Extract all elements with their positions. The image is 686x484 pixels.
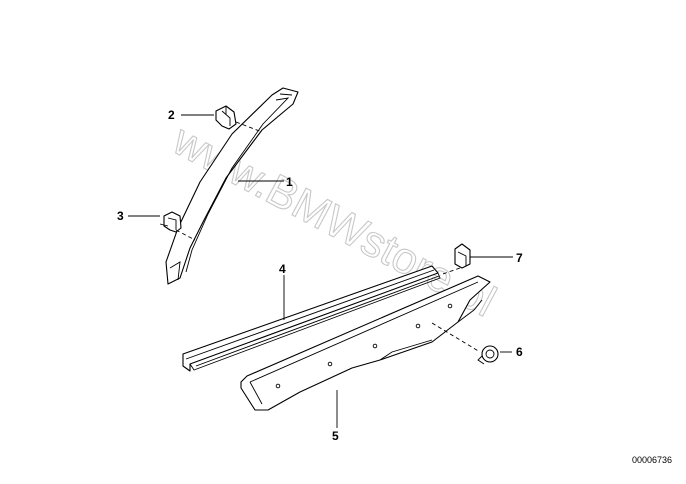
label-part-3: 3: [117, 209, 124, 223]
label-part-2: 2: [168, 108, 175, 122]
part-3-clip: [159, 211, 182, 233]
label-part-7: 7: [516, 251, 523, 265]
diagram-reference-number: 00006736: [632, 455, 672, 465]
part-2-clip: [215, 105, 237, 130]
leader-lines: [128, 114, 513, 428]
part-6-expanding-rivet: [477, 345, 499, 365]
part-5-sill-cover: [240, 275, 491, 411]
label-part-6: 6: [516, 345, 523, 359]
part-1-pillar-trim: [165, 87, 299, 285]
part-7-clip-nut: [454, 243, 471, 269]
label-part-4: 4: [279, 262, 286, 276]
label-part-5: 5: [332, 429, 339, 443]
part-4-sill-strip: [182, 265, 441, 372]
label-part-1: 1: [286, 175, 293, 189]
